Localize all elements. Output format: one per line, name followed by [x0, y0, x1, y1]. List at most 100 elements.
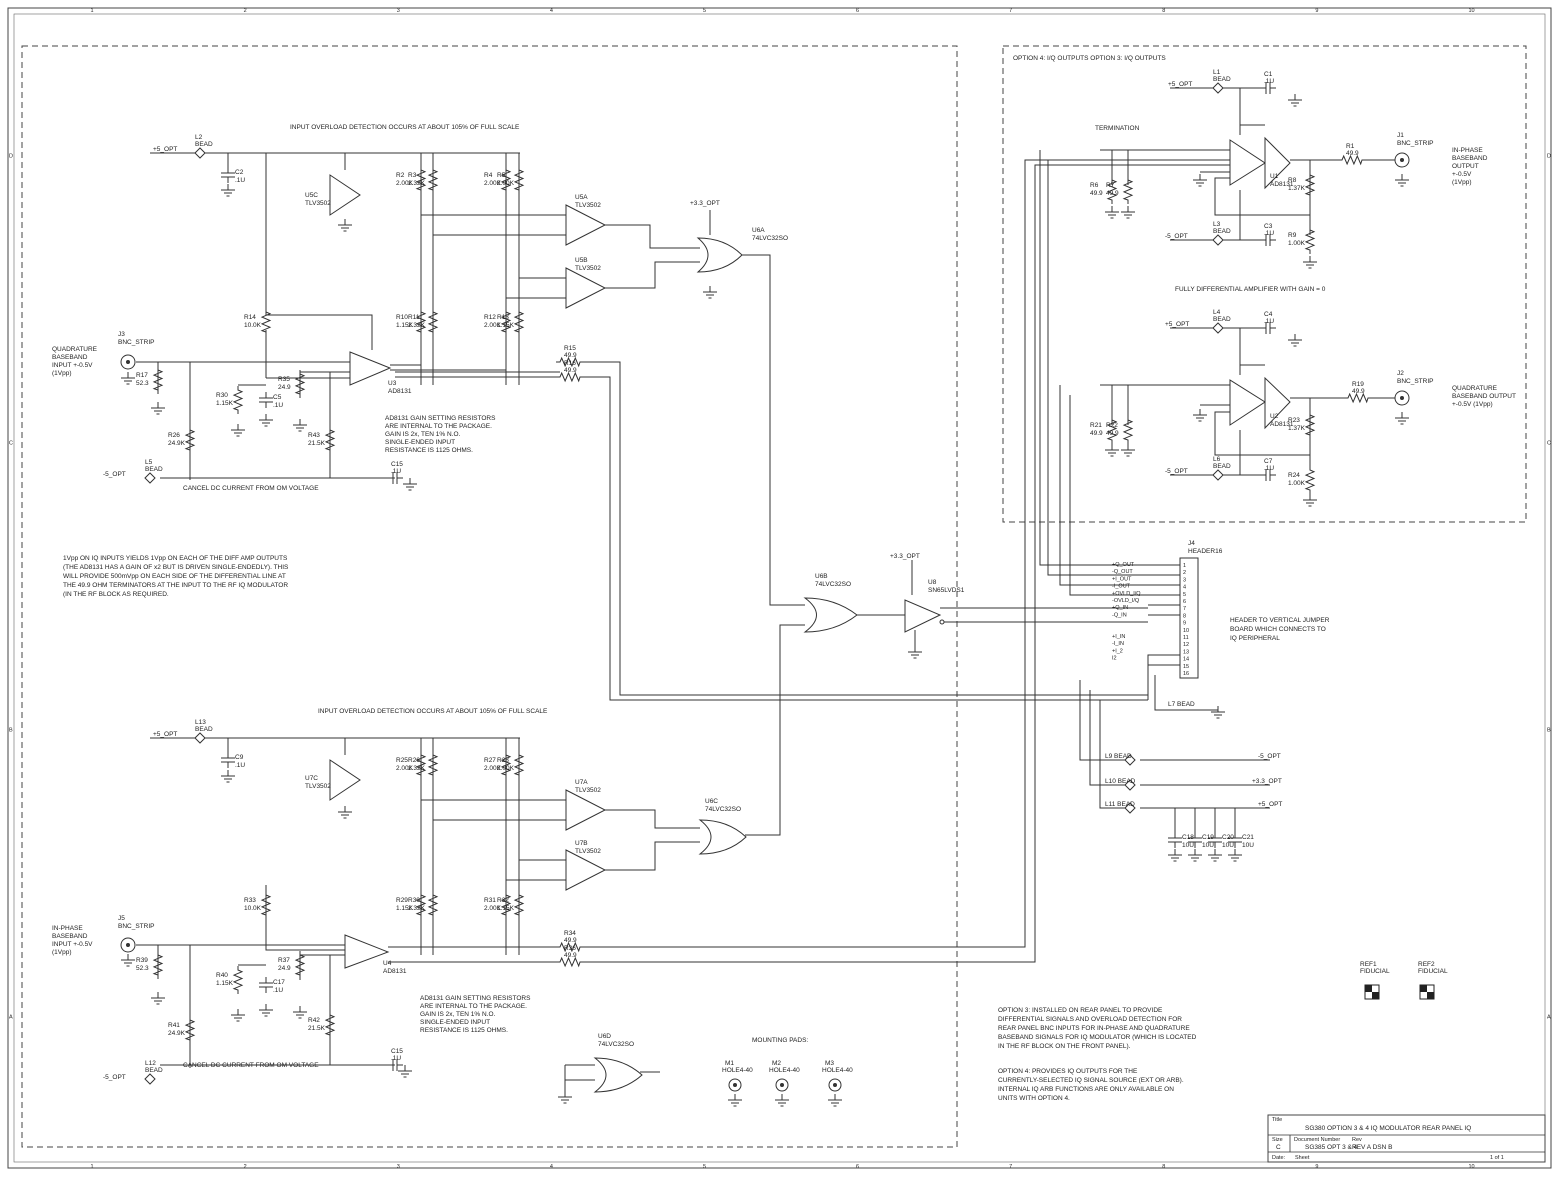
svg-text:REAR PANEL BNC INPUTS FOR IN-P: REAR PANEL BNC INPUTS FOR IN-PHASE AND Q… — [998, 1025, 1190, 1032]
svg-text:J5: J5 — [118, 915, 125, 922]
svg-text:2.00K: 2.00K — [484, 322, 502, 329]
options-box-title: OPTION 4: I/Q OUTPUTS OPTION 3: I/Q OUTP… — [1013, 55, 1166, 62]
svg-text:HOLE4-40: HOLE4-40 — [769, 1067, 800, 1074]
svg-text:49.9: 49.9 — [564, 367, 577, 374]
u6a-or-gate — [696, 237, 743, 273]
svg-text:C17: C17 — [273, 979, 285, 986]
svg-text:1.00K: 1.00K — [1288, 480, 1306, 487]
svg-text:BNC_STRIP: BNC_STRIP — [118, 339, 154, 346]
svg-text:U8: U8 — [928, 579, 937, 586]
svg-text:U5A: U5A — [575, 194, 588, 201]
l9-bead-symbol — [1124, 754, 1136, 766]
zone-number: 1 — [91, 1164, 94, 1170]
header-pin-label: 11 — [1183, 635, 1189, 641]
r5-label: R52.00K — [497, 172, 515, 187]
header-pin-label: 4 — [1183, 585, 1186, 591]
header-pin-label: 5 — [1183, 592, 1186, 598]
j1-bnc-symbol — [1394, 152, 1410, 168]
r26b-resistor-symbol — [427, 751, 439, 779]
r25-resistor-symbol — [415, 751, 427, 779]
header-pin-label: 8 — [1183, 613, 1186, 619]
level-note: 1Vpp ON IQ INPUTS YIELDS 1Vpp ON EACH OF… — [63, 555, 289, 598]
svg-text:J4: J4 — [1188, 540, 1195, 547]
r9-resistor-symbol — [1304, 226, 1316, 254]
u6d-or-gate — [593, 1057, 643, 1093]
sheet-label: Sheet — [1295, 1155, 1310, 1161]
svg-text:R28: R28 — [497, 757, 509, 764]
ground-icon — [775, 1094, 789, 1107]
svg-text:.1U: .1U — [273, 402, 283, 409]
zone-number: 10 — [1468, 1164, 1474, 1170]
r30b-resistor-symbol — [427, 891, 439, 919]
svg-text:U5C: U5C — [305, 192, 318, 199]
ground-icon — [1288, 334, 1302, 347]
svg-text:L11 BEAD: L11 BEAD — [1105, 801, 1135, 808]
r21-resistor-symbol — [1106, 416, 1118, 444]
svg-text:BEAD: BEAD — [195, 726, 213, 733]
svg-text:TLV3502: TLV3502 — [575, 265, 601, 272]
svg-text:INPUT +-0.5V: INPUT +-0.5V — [52, 362, 93, 369]
header-pin-label: 12 — [1183, 642, 1189, 648]
ground-icon — [703, 286, 717, 299]
ground-icon — [1208, 849, 1222, 862]
svg-text:74LVC32SO: 74LVC32SO — [705, 806, 741, 813]
j5-labels: J5 BNC_STRIP IN-PHASE BASEBAND INPUT +-0… — [52, 915, 154, 956]
zone-number: 9 — [1315, 1164, 1318, 1170]
c4-capacitor-symbol-3 — [1260, 322, 1276, 334]
r9-label: R91.00K — [1288, 232, 1306, 247]
svg-text:BEAD: BEAD — [1213, 228, 1231, 235]
svg-text:49.9: 49.9 — [1346, 150, 1359, 157]
svg-text:.1U: .1U — [1264, 318, 1274, 325]
svg-text:R7: R7 — [1106, 182, 1115, 189]
svg-text:10.0K: 10.0K — [244, 905, 262, 912]
ground-icon — [221, 184, 235, 197]
ground-icon — [259, 414, 273, 427]
svg-text:OPTION 3: INSTALLED ON REAR PA: OPTION 3: INSTALLED ON REAR PANEL TO PRO… — [998, 1007, 1163, 1014]
svg-text:TLV3502: TLV3502 — [305, 783, 331, 790]
svg-text:GAIN IS 2x, TEN 1% N.O.: GAIN IS 2x, TEN 1% N.O. — [385, 431, 461, 438]
u1-amp-out-symbol — [1264, 136, 1291, 190]
svg-text:U2: U2 — [1270, 413, 1279, 420]
l13-bead-symbol — [194, 732, 206, 744]
svg-text:REF1: REF1 — [1360, 961, 1377, 968]
svg-text:2.00K: 2.00K — [484, 905, 502, 912]
header-signal-label: I2 — [1112, 656, 1117, 662]
ground-icon — [828, 1094, 842, 1107]
r42-resistor-symbol — [324, 1011, 336, 1039]
header-signal-label: +OVLD_I/Q — [1112, 591, 1141, 597]
svg-text:(1Vpp): (1Vpp) — [52, 370, 72, 377]
svg-text:BEAD: BEAD — [145, 466, 163, 473]
l11-label: L11 BEAD — [1105, 801, 1135, 808]
c2-label: C2.1U — [235, 169, 245, 184]
svg-text:R30: R30 — [408, 897, 420, 904]
svg-text:R6: R6 — [1090, 182, 1099, 189]
ground-icon — [1105, 444, 1119, 457]
svg-text:10U: 10U — [1242, 842, 1254, 849]
c21-capacitor-symbol — [1228, 832, 1242, 848]
svg-text:J3: J3 — [118, 331, 125, 338]
svg-text:2.32K: 2.32K — [408, 322, 426, 329]
r33-resistor-symbol — [260, 891, 272, 919]
ground-icon — [1121, 206, 1135, 219]
svg-text:U6A: U6A — [752, 227, 765, 234]
svg-text:R24: R24 — [1288, 472, 1300, 479]
svg-text:SN65LVDS1: SN65LVDS1 — [928, 587, 965, 594]
c15-capacitor-symbol-5 — [387, 1059, 403, 1071]
svg-text:BEAD: BEAD — [145, 1067, 163, 1074]
svg-text:R10: R10 — [396, 314, 408, 321]
sheet-border-outer — [7, 7, 1552, 1169]
option-4-box — [1002, 45, 1527, 523]
svg-text:R12: R12 — [484, 314, 496, 321]
ground-icon — [1193, 174, 1207, 187]
ground-icon — [1168, 849, 1182, 862]
